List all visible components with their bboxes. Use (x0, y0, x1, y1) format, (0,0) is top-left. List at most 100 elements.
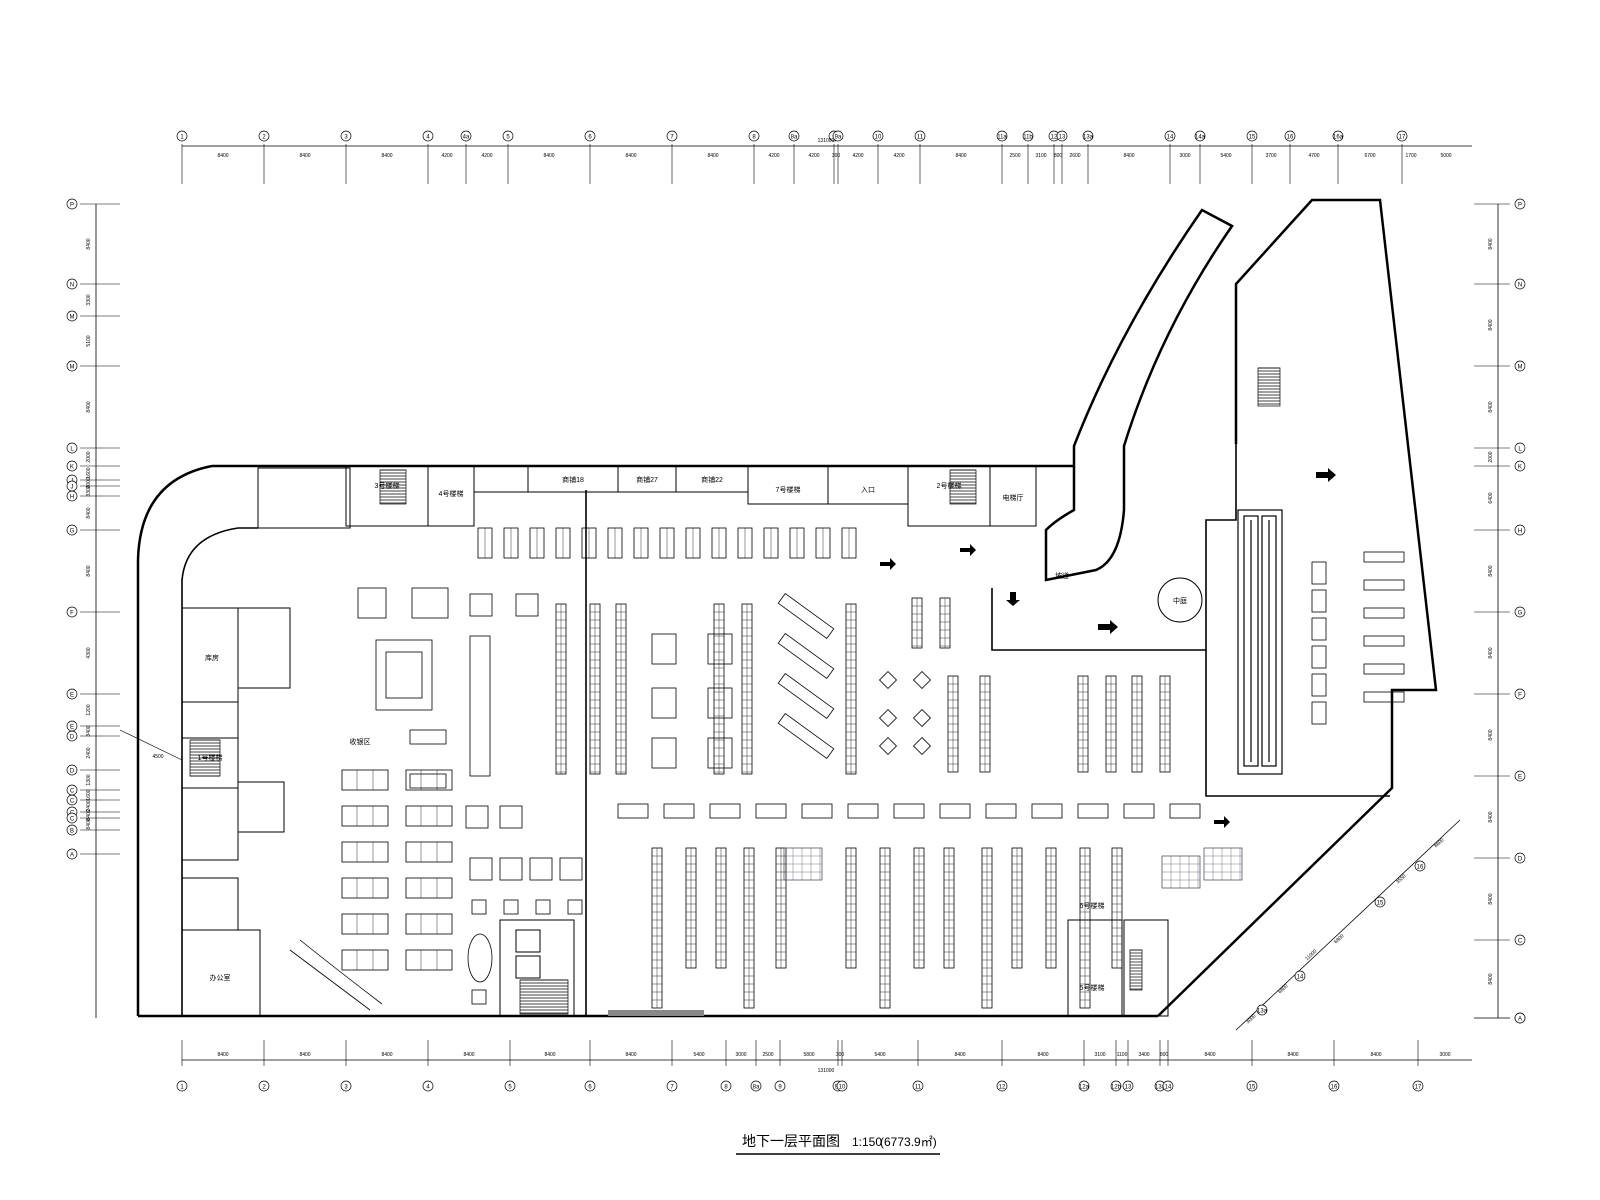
top-dim-value: 5400 (1220, 153, 1231, 159)
curved-ramp-outer (1072, 208, 1234, 510)
left-axis-label: D (70, 735, 75, 741)
left-axis-bubble (66, 442, 78, 454)
top-axis-bubble (460, 130, 472, 142)
room-label-stair_4: 4号楼梯 (439, 489, 464, 498)
left-axis-bubble (66, 848, 78, 860)
escalator (1237, 509, 1283, 775)
east-rack (1363, 607, 1405, 619)
bottom-axis-bubble (1162, 1080, 1174, 1092)
drawing-title-block: 地下一层平面图 1:150 (6773.9㎡) (736, 1133, 940, 1155)
left-axis-label: H (70, 495, 74, 501)
display-cube (503, 899, 519, 915)
bottom-dim-value: 8400 (1204, 1052, 1215, 1058)
left-dim-value: 3300 (86, 294, 92, 305)
right-axis-bubble (1514, 688, 1526, 700)
room-label-storage: 库房 (205, 653, 219, 662)
left-dim-value: 1300 (86, 774, 92, 785)
bottom-dim-value: 5400 (693, 1052, 704, 1058)
right-dim-value: 8400 (1488, 565, 1494, 576)
left-axis-label: E (70, 693, 74, 699)
end-cap-shelf (1077, 803, 1109, 819)
display-table (529, 857, 553, 881)
top-dim-value: 4700 (1308, 153, 1319, 159)
produce-table (405, 805, 453, 827)
room-label-stair_6: 6号楼梯 (1080, 901, 1105, 910)
top-dim-value: 800 (1054, 153, 1063, 159)
bottom-axis-label: 13 (1125, 1085, 1132, 1091)
top-axis-label: 13a (1083, 135, 1094, 141)
left-axis-label: D (70, 769, 75, 775)
end-cap-shelf (847, 803, 879, 819)
top-dim-value: 3700 (1265, 153, 1276, 159)
top-axis-label: 11a (997, 135, 1007, 141)
bottom-dim-value: 300 (836, 1052, 845, 1058)
top-axis-bubble (748, 130, 760, 142)
promo-table (707, 687, 733, 719)
right-axis-label: L (1518, 447, 1522, 453)
room-label-entrance: 入口 (861, 486, 875, 494)
left-axis-bubble (66, 824, 78, 836)
top-axis-label: 4a (463, 135, 470, 141)
top-dim-value: 8400 (543, 153, 554, 159)
room-label-stair_7: 7号楼梯 (776, 485, 801, 494)
top-axis-label: 4 (426, 135, 430, 141)
bottom-axis-bubble (504, 1080, 516, 1092)
cold-case (411, 587, 449, 619)
right-dim-value: 8400 (1488, 893, 1494, 904)
left-axis-label: J (71, 485, 74, 491)
west-offset-leader (119, 729, 183, 761)
service-counter (375, 639, 433, 711)
room-label-elevator: 电梯厅 (1003, 493, 1024, 502)
end-cap-shelf (1031, 803, 1063, 819)
end-cap-shelf (939, 803, 971, 819)
left-dim-value: 1200 (86, 704, 92, 715)
right-axis-label: K (1518, 465, 1522, 471)
direction-arrows (880, 468, 1336, 828)
left-axis-label: K (70, 465, 74, 471)
display-table (515, 593, 539, 617)
room-label-ramp: 坡道 (1055, 571, 1069, 580)
produce-table (341, 949, 389, 971)
bottom-dim-value: 3000 (1439, 1052, 1450, 1058)
end-cap-shelf (801, 803, 833, 819)
cold-case (357, 587, 387, 619)
right-axis-label: F (1518, 693, 1522, 699)
display-table (499, 857, 523, 881)
right-dim-value: 8400 (1488, 811, 1494, 822)
diag-dim-value: 3000 (1245, 1013, 1257, 1025)
bottom-axis-bubble (1412, 1080, 1424, 1092)
produce-table (341, 913, 389, 935)
top-dim-value: 8400 (1123, 153, 1134, 159)
display-table (469, 593, 493, 617)
outer-walls (136, 198, 1438, 1018)
left-axis-bubble (66, 198, 78, 210)
diagonal-gondola (777, 632, 835, 680)
stair-hatches (189, 367, 1281, 1015)
top-dim-value: 3000 (1179, 153, 1190, 159)
atrium-label: 中庭 (1173, 596, 1187, 605)
promo-table (707, 737, 733, 769)
display-cube (471, 989, 487, 1005)
right-dim-value: 8400 (1488, 238, 1494, 249)
stair-outline (1257, 367, 1281, 407)
right-axis-bubble (1514, 460, 1526, 472)
east-display (1311, 561, 1327, 585)
left-dim-value: 4300 (86, 647, 92, 658)
left-axis-label: L (70, 447, 74, 453)
left-dim-value: 2000 (86, 451, 92, 462)
left-dim-value: 8400 (86, 809, 92, 820)
promo-table (707, 633, 733, 665)
bottom-axis-bubble (750, 1080, 762, 1092)
drawing-area: (6773.9㎡) (880, 1135, 937, 1149)
diag-axis-bubble (1374, 896, 1386, 908)
top-axis-label: 6 (588, 135, 592, 141)
drawing-scale: 1:150 (852, 1135, 882, 1149)
top-axis-bubble (176, 130, 188, 142)
cold-case (409, 773, 447, 789)
right-axis-label: P (1518, 203, 1522, 209)
top-dim-value: 4200 (852, 153, 863, 159)
top-dim-value: 8400 (217, 153, 228, 159)
bottom-axis-bubble (1078, 1080, 1090, 1092)
left-axis-bubble (66, 764, 78, 776)
bottom-axis-bubble (340, 1080, 352, 1092)
